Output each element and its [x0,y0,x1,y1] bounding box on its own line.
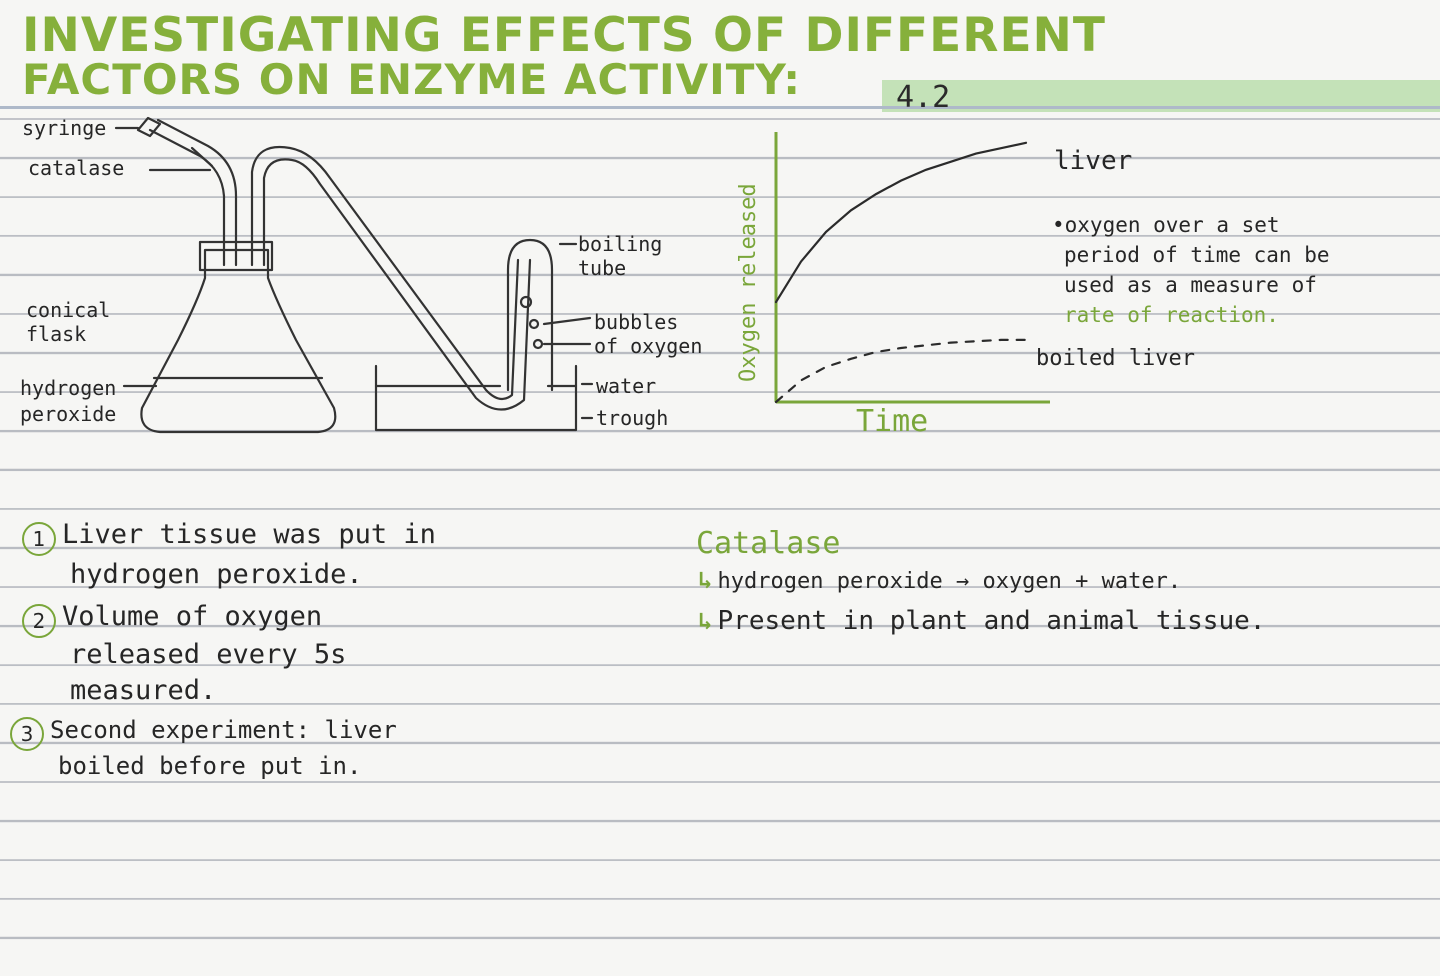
step-text: measured. [70,675,217,706]
label-trough: trough [596,406,669,430]
graph-xlabel: Time [856,404,929,439]
curve-label-boiled-liver: boiled liver [1036,346,1195,371]
graph-axes [774,132,1050,404]
label-of-oxygen: of oxygen [594,334,703,358]
series-line-boiled-liver [774,338,1028,404]
step-number: 2 [22,603,56,638]
bubble [528,318,540,330]
bubble [519,295,533,309]
series-line-liver [774,141,1028,304]
header-rule [0,106,1440,109]
page-title-line-1: INVESTIGATING EFFECTS OF DIFFERENT [22,8,1106,63]
catalase-heading: Catalase [696,526,841,561]
step-number: 1 [22,521,56,556]
graph-note-1: •oxygen over a set [1052,213,1280,237]
label-conical: conical [26,298,111,322]
step-text: boiled before put in. [58,752,362,780]
label-hydrogen: hydrogen [20,376,117,400]
label-catalase: catalase [28,156,125,180]
label-peroxide: peroxide [20,402,117,426]
label-boiling: boiling [578,232,663,256]
catalase-item-text: Present in plant and animal tissue. [717,606,1266,636]
label-water: water [596,374,657,398]
label-tube: tube [578,256,627,280]
label-flask: flask [26,322,87,346]
bullet-arrow-icon: ↳ [698,607,713,635]
step-text: Liver tissue was put in [62,519,436,550]
delivery-tube [250,145,520,401]
bubble [532,338,544,350]
syringe-tip [136,116,162,138]
label-bubbles: bubbles [594,310,679,334]
apparatus-diagram [114,116,594,434]
graph-note-3: used as a measure of [1064,273,1317,297]
step-text: Second experiment: liver [50,716,397,744]
section-number: 4.2 [896,80,951,115]
catalase-item-1: ↳ hydrogen peroxide → oxygen + water. [698,566,1181,594]
conical-flask-shape [140,248,337,434]
water-trough [374,364,578,432]
step-number: 3 [10,716,44,751]
label-syringe: syringe [22,116,107,140]
step-text: released every 5s [70,639,347,670]
bullet-arrow-icon: ↳ [698,566,713,594]
graph-series [774,141,1028,404]
catalase-item-2: ↳ Present in plant and animal tissue. [698,606,1265,636]
curve-label-liver: liver [1054,146,1133,176]
step-text: hydrogen peroxide. [70,559,363,590]
boiling-tube [506,238,554,392]
graph-note-4: rate of reaction. [1064,303,1279,327]
catalase-item-text: hydrogen peroxide → oxygen + water. [717,569,1182,594]
step-text: Volume of oxygen [62,601,323,632]
graph-ylabel: Oxygen released [736,183,761,382]
graph-note-2: period of time can be [1064,243,1330,267]
oxygen-time-graph [774,132,1050,404]
page-title-line-2: FACTORS ON ENZYME ACTIVITY: [22,55,802,104]
